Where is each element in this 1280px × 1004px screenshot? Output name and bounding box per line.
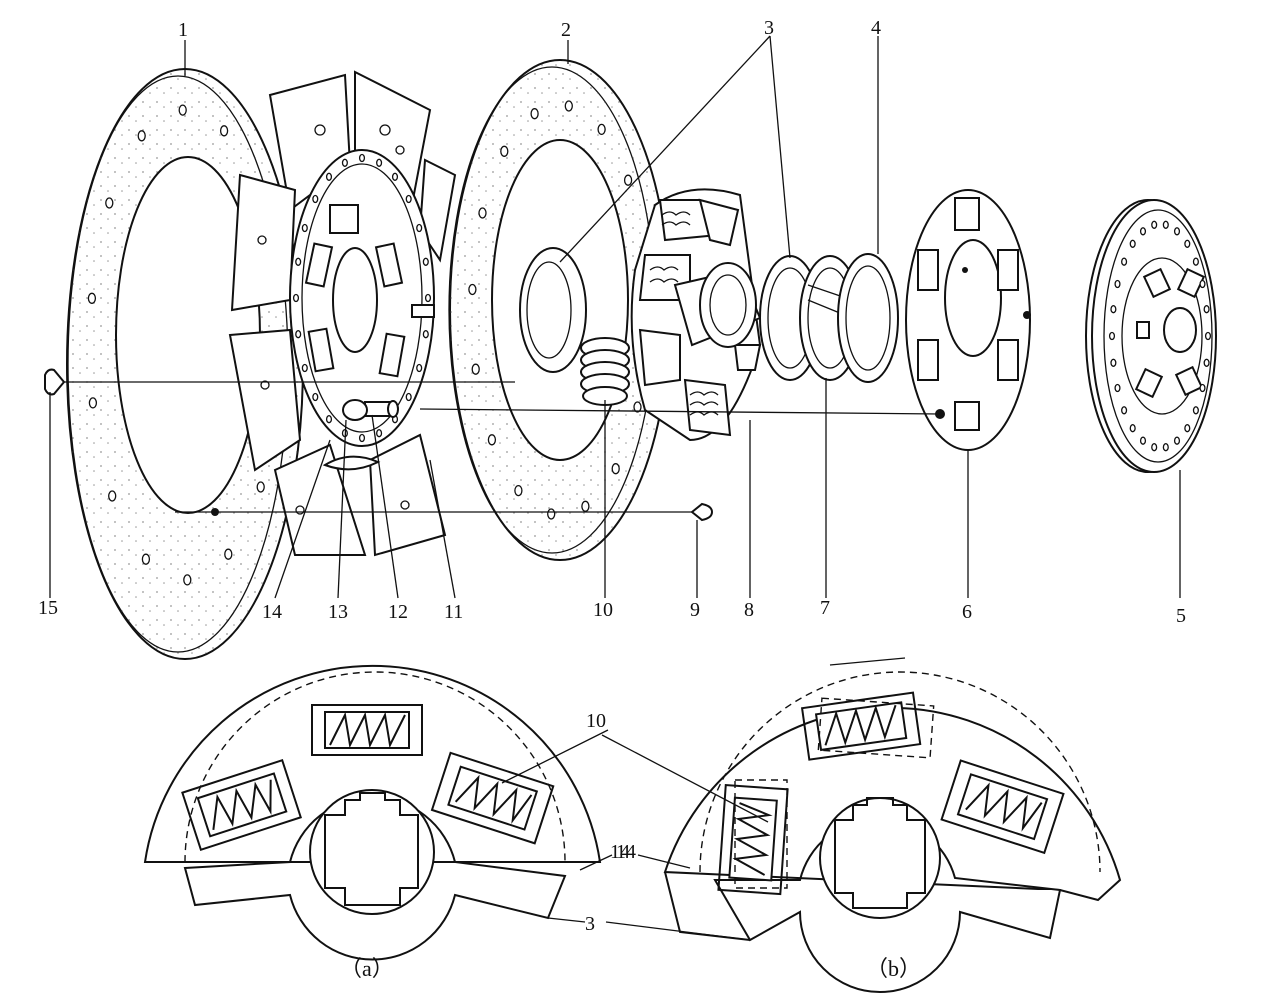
rivet-9: [175, 502, 714, 522]
label-13: 13: [328, 601, 348, 623]
damper-plate-6: [905, 189, 1031, 451]
inset-b: 14 3 （b）: [585, 657, 1122, 993]
driven-disc-14: [228, 70, 457, 557]
caption-a: （a）: [340, 956, 394, 981]
label-4: 4: [871, 17, 881, 39]
inset-plate-label-3: 3: [585, 913, 595, 935]
inset-b-label-14: 14: [616, 841, 636, 863]
inset-a-label-10: 10: [586, 710, 606, 732]
rivet-15: [44, 368, 515, 396]
label-8: 8: [744, 599, 754, 621]
label-2: 2: [561, 19, 571, 41]
label-5: 5: [1176, 605, 1186, 627]
label-14: 14: [262, 601, 282, 623]
inset-a-label-14: 14: [610, 841, 630, 863]
caption-b: （b）: [866, 956, 921, 981]
label-6: 6: [962, 601, 972, 623]
label-7: 7: [820, 597, 830, 619]
label-3: 3: [764, 17, 774, 39]
label-9: 9: [690, 599, 700, 621]
coil-spring-10: [580, 337, 630, 406]
label-12: 12: [388, 601, 408, 623]
friction-ring-4: [837, 253, 899, 383]
label-11: 11: [444, 601, 463, 623]
part-labels: 1 2 3 4 5 6 7 8 9 10 11 12 13 14 15: [38, 17, 1186, 627]
label-15: 15: [38, 597, 58, 619]
label-10: 10: [593, 599, 613, 621]
inset-a: 10 14 （a）: [143, 664, 630, 981]
label-1: 1: [178, 19, 188, 41]
hub-8: [630, 188, 762, 442]
assembled-driven-disc-5: [1085, 199, 1217, 473]
leader-lines: [49, 35, 1181, 599]
